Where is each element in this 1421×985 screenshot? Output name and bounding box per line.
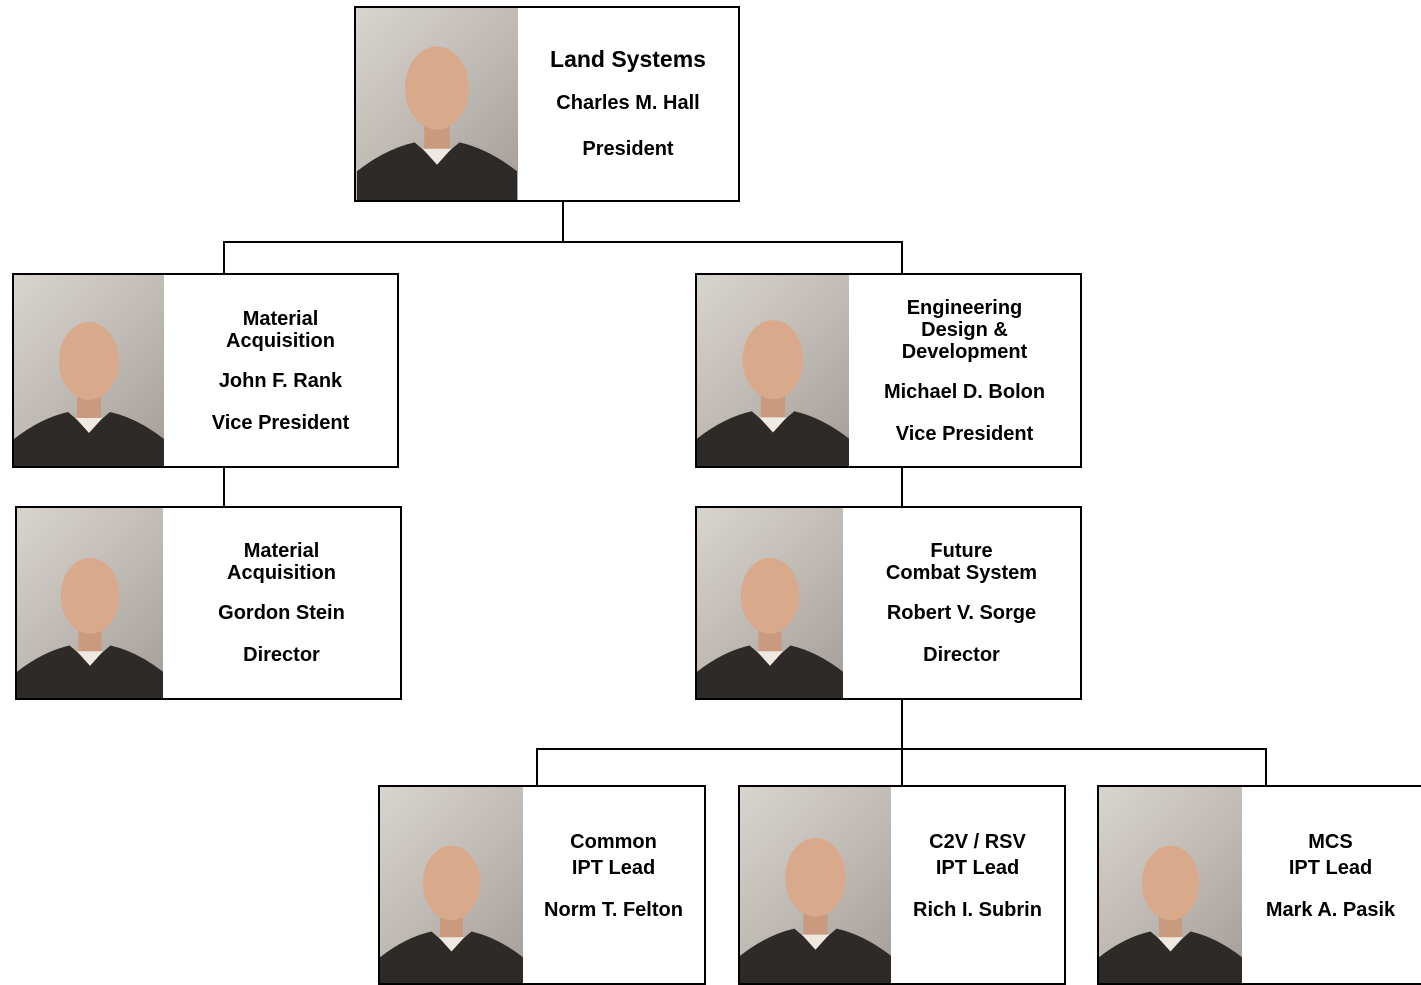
org-node-info: MCS IPT Lead Mark A. Pasik <box>1242 787 1421 983</box>
connector-vp-horizontal <box>223 241 903 243</box>
org-node-director-material-acquisition: Material Acquisition Gordon Stein Direct… <box>15 506 402 700</box>
org-node-info: Material Acquisition Gordon Stein Direct… <box>163 508 400 698</box>
connector-engineering-to-director <box>901 466 903 508</box>
person-name: Rich I. Subrin <box>913 899 1042 921</box>
connector-fcs-down <box>901 698 903 750</box>
connector-president-down <box>562 200 564 243</box>
job-title: Director <box>243 644 320 666</box>
org-node-info: Material Acquisition John F. Rank Vice P… <box>164 275 397 466</box>
org-unit: Material Acquisition <box>226 307 335 352</box>
connector-to-vp-engineering <box>901 241 903 275</box>
connector-to-vp-material <box>223 241 225 275</box>
connector-to-mcs-lead <box>1265 748 1267 787</box>
org-node-info: C2V / RSV IPT Lead Rich I. Subrin <box>891 787 1064 983</box>
portrait-photo <box>380 787 523 983</box>
connector-material-to-director <box>223 466 225 508</box>
person-name: Michael D. Bolon <box>883 380 1046 403</box>
org-node-info: Engineering Design & Development Michael… <box>849 275 1080 466</box>
org-node-vp-material-acquisition: Material Acquisition John F. Rank Vice P… <box>12 273 399 468</box>
org-node-info: Land Systems Charles M. Hall President <box>518 8 738 200</box>
portrait-photo <box>17 508 163 698</box>
org-unit: Common IPT Lead <box>570 831 657 879</box>
connector-to-common-lead <box>536 748 538 787</box>
portrait-photo <box>356 8 518 200</box>
org-unit: MCS IPT Lead <box>1288 831 1373 879</box>
connector-to-c2v-lead <box>901 748 903 787</box>
org-node-president: Land Systems Charles M. Hall President <box>354 6 740 202</box>
person-name: Norm T. Felton <box>544 899 683 921</box>
org-node-vp-engineering: Engineering Design & Development Michael… <box>695 273 1082 468</box>
person-name: Gordon Stein <box>218 602 345 624</box>
org-node-common-ipt-lead: Common IPT Lead Norm T. Felton <box>378 785 706 985</box>
person-name: Charles M. Hall <box>556 92 700 114</box>
portrait-photo <box>697 508 843 698</box>
org-unit: C2V / RSV IPT Lead <box>929 831 1026 879</box>
person-name: John F. Rank <box>218 369 343 392</box>
person-name: Robert V. Sorge <box>886 602 1037 624</box>
org-unit: Material Acquisition <box>227 540 336 584</box>
job-title: Vice President <box>211 411 350 434</box>
org-node-info: Common IPT Lead Norm T. Felton <box>523 787 704 983</box>
org-node-mcs-ipt-lead: MCS IPT Lead Mark A. Pasik <box>1097 785 1421 985</box>
org-node-director-future-combat-system: Future Combat System Robert V. Sorge Dir… <box>695 506 1082 700</box>
org-unit: Engineering Design & Development <box>901 296 1028 363</box>
portrait-photo <box>1099 787 1242 983</box>
job-title: Director <box>923 644 1000 666</box>
portrait-photo <box>740 787 891 983</box>
org-node-c2v-rsv-ipt-lead: C2V / RSV IPT Lead Rich I. Subrin <box>738 785 1066 985</box>
portrait-photo <box>697 275 849 466</box>
portrait-photo <box>14 275 164 466</box>
org-unit: Future Combat System <box>885 540 1038 584</box>
job-title: Vice President <box>895 422 1034 445</box>
job-title: President <box>582 138 674 160</box>
org-unit: Land Systems <box>550 46 706 72</box>
org-node-info: Future Combat System Robert V. Sorge Dir… <box>843 508 1080 698</box>
person-name: Mark A. Pasik <box>1265 899 1396 921</box>
